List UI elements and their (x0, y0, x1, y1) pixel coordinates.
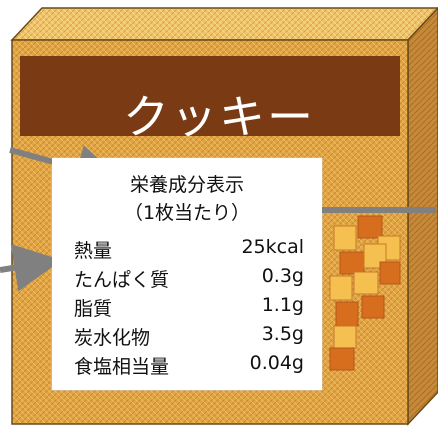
nutrient-value: 0.04g (249, 352, 304, 374)
nutrient-value: 3.5g (261, 323, 304, 345)
nutrient-row-carbohydrate: 炭水化物 3.5g (74, 323, 304, 349)
nutrient-value: 1.1g (261, 294, 304, 316)
nutrient-value: 25kcal (241, 236, 304, 258)
nutrient-name: 食塩相当量 (74, 356, 170, 378)
product-name: クッキー (123, 90, 315, 144)
nutrient-name: 脂質 (74, 298, 113, 320)
nutrient-name: たんぱく質 (74, 269, 170, 291)
nutrient-value: 0.3g (261, 265, 304, 287)
nutrient-row-salt: 食塩相当量 0.04g (74, 352, 304, 378)
nutrient-row-energy: 熱量 25kcal (74, 236, 304, 262)
nutrient-row-protein: たんぱく質 0.3g (74, 265, 304, 291)
box-side-face (407, 6, 438, 426)
arrow-to-nutrients (0, 243, 62, 292)
cookie-pile (329, 215, 401, 371)
title-band (20, 56, 400, 136)
label-title: 栄養成分表示 (129, 174, 244, 196)
nutrition-label: 栄養成分表示 （1枚当たり） 熱量 25kcal たんぱく質 0.3g 脂質 1… (52, 158, 322, 390)
box-top-face (10, 7, 438, 41)
nutrient-name: 炭水化物 (74, 327, 151, 349)
nutrient-name: 熱量 (74, 240, 113, 262)
nutrient-row-fat: 脂質 1.1g (74, 294, 304, 320)
label-serving: （1枚当たり） (123, 202, 251, 224)
